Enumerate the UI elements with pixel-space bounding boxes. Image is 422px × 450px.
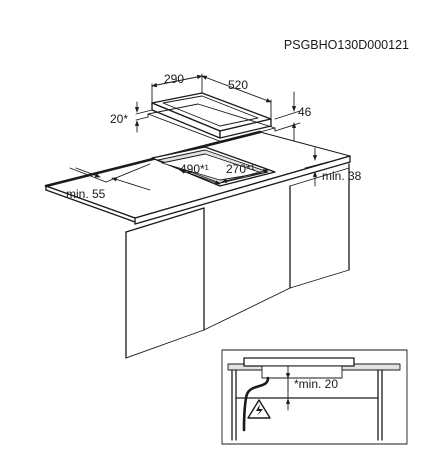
hob-width-dimension: 520 [201,75,272,120]
cutout-depth-label: 270*¹ [226,162,255,176]
base-cabinet [125,163,350,359]
hob-offset-dimension: 20* [110,101,153,133]
electrical-hazard-icon [247,399,271,419]
front-edge-clearance-label: min. 55 [66,187,106,201]
hob-height-dimension: 46 [274,91,312,143]
rear-wall-clearance-dimension: min. 38 [304,147,362,187]
hob-unit [147,92,276,146]
cutout-width-label: 490*¹ [180,162,209,176]
section-detail [221,349,408,445]
below-clearance-label: *min. 20 [294,377,338,391]
cutout-depth-dimension: 270*¹ [221,162,269,183]
document-code: PSGBHO130D000121 [284,38,409,52]
hob-offset-label: 20* [110,112,128,126]
hob-width-label: 520 [228,78,248,92]
hob-depth-label: 290 [164,72,184,86]
front-edge-clearance-dimension: min. 55 [66,163,151,201]
hob-height-label: 46 [298,105,312,119]
rear-wall-clearance-label: min. 38 [322,169,362,183]
cutout-width-dimension: 490*¹ [179,162,221,185]
below-clearance-dimension: *min. 20 [285,365,338,411]
